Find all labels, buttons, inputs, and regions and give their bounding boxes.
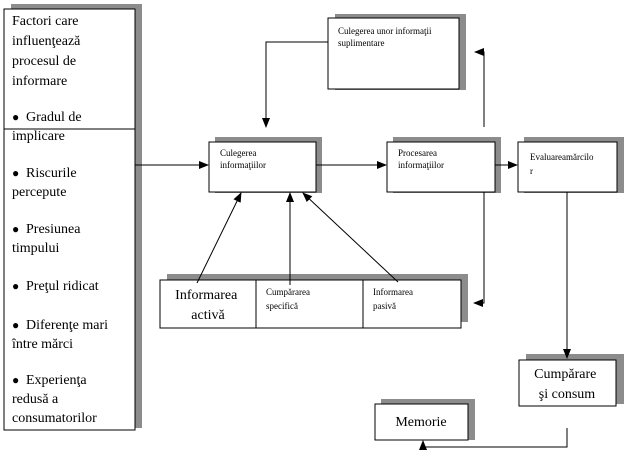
factor-label: Riscurile percepute: [12, 166, 80, 200]
bullet-icon: ●: [12, 222, 19, 236]
informarea-activa-label: Informarea activă: [175, 288, 241, 323]
arrow-suplimentare-to-culegerea: [262, 41, 328, 128]
sources-box: [159, 279, 462, 329]
arrow-cumparare-to-memorie: [419, 428, 568, 450]
factor-label: Diferenţe mari între mărci: [11, 318, 112, 352]
arrow-activa-to-culegerea: [196, 192, 242, 284]
bullet-icon: ●: [12, 110, 19, 124]
factors-panel: Factori care influenţează procesul de in…: [3, 4, 142, 431]
factor-label: Gradul de implicare: [12, 110, 85, 144]
information-sources-bar: Informarea activă Cumpărarea specifică I…: [159, 274, 468, 329]
node-box: [208, 141, 317, 193]
factor-item-implicare: ● Gradul de implicare: [12, 110, 85, 144]
cumpararea-specifica-label: Cumpărarea specifică: [266, 287, 312, 311]
node-culegerea-informatiilor: Culegerea informaţiilor: [208, 137, 322, 193]
node-box: [518, 359, 617, 407]
factor-item-diferente: ● Diferenţe mari între mărci: [11, 318, 112, 352]
node-label: Procesarea informaţiilor: [398, 148, 444, 170]
node-culegerea-suplimentare: Culegerea unor informaţii suplimentare: [327, 14, 466, 90]
factor-label: Experienţa redusă a consumatorilor: [12, 373, 97, 426]
bullet-icon: ●: [12, 318, 19, 332]
node-label: Culegerea informaţiilor: [220, 148, 266, 170]
node-box: [374, 403, 469, 441]
node-box: [386, 141, 496, 193]
node-box: [517, 141, 618, 193]
node-procesarea-informatiilor: Procesarea informaţiilor: [386, 137, 501, 193]
bullet-icon: ●: [12, 373, 19, 387]
node-label: Memorie: [395, 415, 446, 430]
factor-label: Presiunea timpului: [12, 222, 84, 256]
bullet-icon: ●: [12, 166, 19, 180]
arrow-to-suplimentare: [474, 48, 485, 127]
connectors: [135, 41, 571, 450]
factor-label: Preţul ridicat: [26, 279, 99, 294]
node-memorie: Memorie: [374, 399, 475, 441]
factors-title: Factori care influenţează procesul de in…: [12, 14, 84, 89]
node-label: Evaluareamărcilo r: [530, 152, 596, 176]
bullet-icon: ●: [12, 279, 19, 293]
node-label: Culegerea unor informaţii suplimentare: [338, 26, 434, 48]
informare-pasiva-label: Informarea pasivă: [373, 287, 415, 311]
factor-item-experienta: ● Experienţa redusă a consumatorilor: [12, 373, 97, 426]
node-label: Cumpărare şi consum: [534, 367, 600, 402]
node-cumparare-consum: Cumpărare şi consum: [518, 354, 624, 407]
factors-panel-box: [3, 8, 136, 431]
node-box: [327, 17, 460, 90]
node-evaluarea-marcilor: Evaluareamărcilo r: [517, 137, 624, 193]
factor-item-riscuri: ● Riscurile percepute: [12, 166, 80, 200]
factor-item-presiune: ● Presiunea timpului: [12, 222, 84, 256]
arrow-procesarea-to-sources: [473, 192, 485, 307]
factor-item-pret: ● Preţul ridicat: [12, 279, 99, 294]
arrow-pasiva-to-culegerea: [302, 192, 399, 283]
